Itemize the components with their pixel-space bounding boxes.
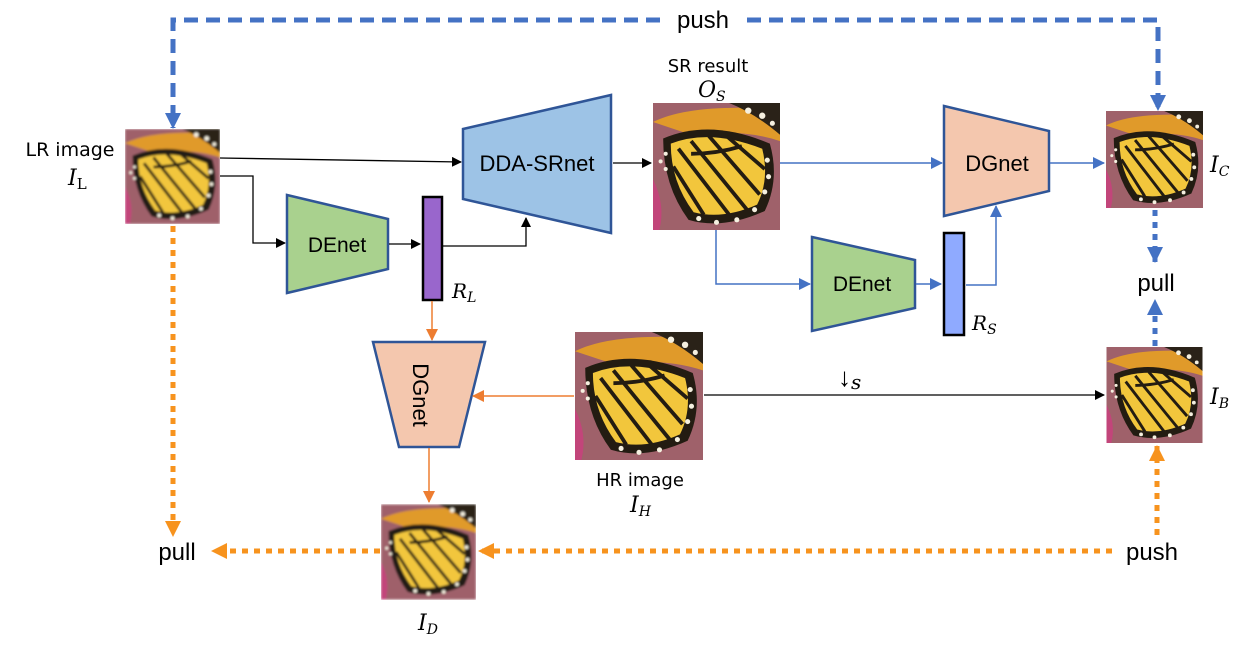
id-thumbnail bbox=[381, 505, 476, 600]
denet-right-label: DEnet bbox=[833, 273, 892, 296]
ib-symbol: IB bbox=[1209, 385, 1229, 412]
ic-thumbnail bbox=[1106, 111, 1203, 208]
dgnet-vertical-label: DGnet bbox=[408, 363, 433, 427]
edge-rs-to-dgnet bbox=[966, 205, 1002, 286]
push-top-label: push bbox=[677, 7, 729, 34]
sr-result-symbol: OS bbox=[698, 78, 726, 105]
rs-representation-bar bbox=[942, 231, 966, 337]
dda-srnet-label: DDA-SRnet bbox=[480, 151, 595, 176]
dgnet-top-label: DGnet bbox=[965, 151, 1029, 176]
hr-image-caption: HR image bbox=[596, 470, 684, 491]
denet-left-block bbox=[285, 193, 390, 295]
lr-image-symbol: IL bbox=[67, 166, 87, 193]
hr-image-thumbnail bbox=[575, 332, 703, 460]
denet-right-block bbox=[810, 235, 917, 333]
rl-representation-bar bbox=[421, 195, 444, 302]
pull-right-label: pull bbox=[1137, 270, 1174, 297]
edge-sr-to-denet bbox=[715, 230, 811, 290]
denet-left-label: DEnet bbox=[308, 234, 367, 257]
lr-image-caption: LR image bbox=[25, 139, 114, 161]
edge-rl-to-srnet bbox=[443, 217, 531, 247]
dgnet-vertical-block bbox=[371, 340, 487, 449]
id-symbol: ID bbox=[417, 611, 438, 638]
ib-thumbnail bbox=[1107, 347, 1203, 443]
downsample-label: ↓s bbox=[838, 362, 861, 394]
hr-image-symbol: IH bbox=[629, 493, 652, 520]
sr-result-thumbnail bbox=[653, 103, 780, 230]
push-bottom-label: push bbox=[1126, 539, 1178, 566]
ic-symbol: IC bbox=[1209, 153, 1230, 180]
edge-lr-to-srnet bbox=[219, 156, 462, 167]
dgnet-top-block bbox=[942, 104, 1051, 218]
sr-result-caption: SR result bbox=[668, 56, 749, 77]
lr-image-thumbnail bbox=[125, 129, 220, 224]
rl-symbol: RL bbox=[451, 279, 476, 306]
dda-srnet-block bbox=[461, 93, 613, 235]
edge-lr-to-denet bbox=[220, 175, 286, 248]
pull-left-label: pull bbox=[158, 539, 195, 566]
push-top-edge bbox=[165, 17, 1166, 129]
rs-symbol: RS bbox=[971, 311, 997, 338]
